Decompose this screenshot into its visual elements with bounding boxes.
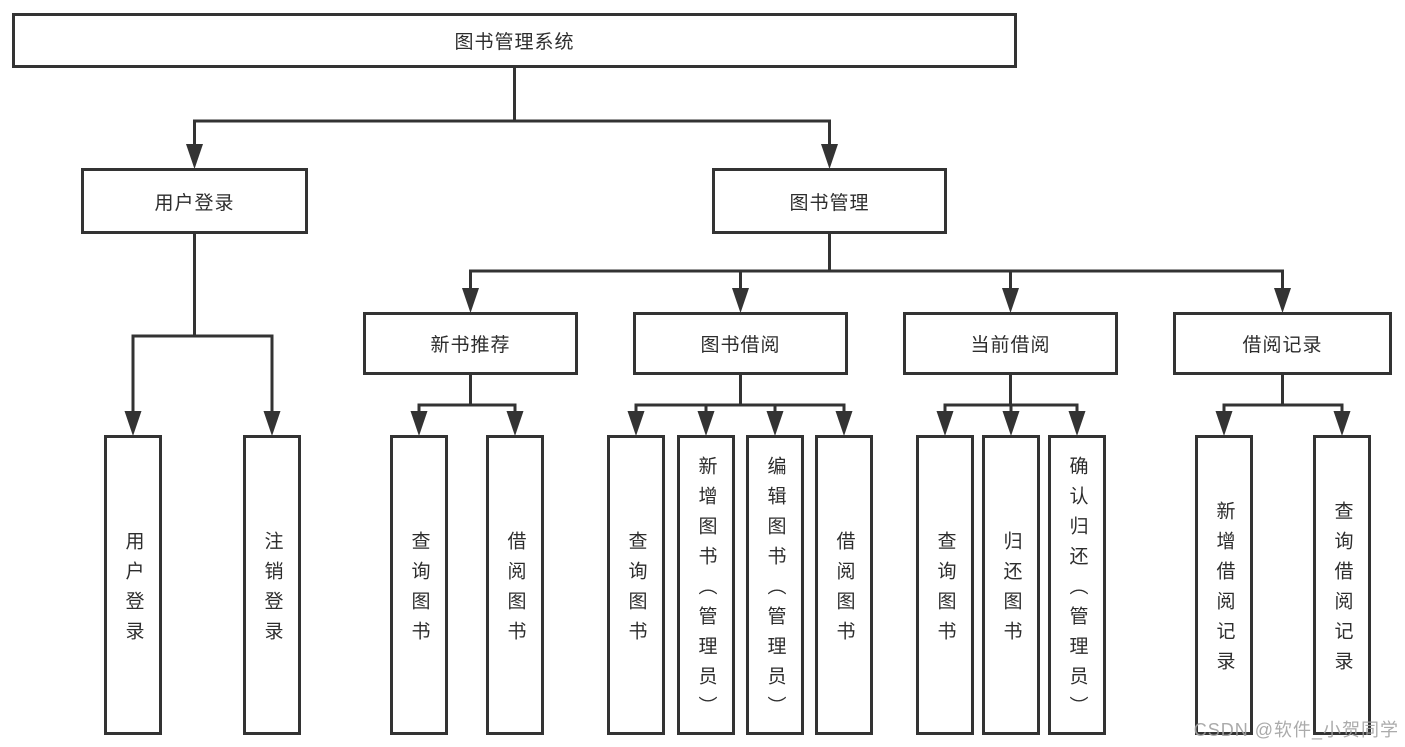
node-label-user-login: 用户登录	[154, 192, 235, 214]
node-book-borrow: 图书借阅	[633, 312, 848, 375]
arrow-down-icon	[1274, 288, 1291, 313]
node-label-login: 用户登录	[122, 530, 144, 651]
node-book-mgmt: 图书管理	[712, 168, 947, 234]
arrow-down-icon	[462, 288, 479, 313]
arrow-down-icon	[410, 411, 428, 436]
node-new-book-rec: 新书推荐	[363, 312, 578, 375]
node-label-bb-query: 查询图书	[625, 530, 647, 651]
arrow-down-icon	[1068, 411, 1086, 436]
node-label-logout: 注销登录	[261, 530, 283, 651]
arrow-down-icon	[732, 288, 749, 313]
arrow-down-icon	[936, 411, 954, 436]
node-br-add: 新增借阅记录	[1195, 435, 1253, 735]
node-root: 图书管理系统	[12, 13, 1017, 68]
arrow-down-icon	[697, 411, 715, 436]
arrow-down-icon	[1002, 288, 1019, 313]
node-nbr-query: 查询图书	[390, 435, 448, 735]
arrow-down-icon	[1215, 411, 1233, 436]
node-label-book-borrow: 图书借阅	[700, 335, 781, 356]
node-label-bb-add: 新增图书（管理员）	[695, 455, 717, 726]
arrow-down-icon	[1002, 411, 1020, 436]
node-label-bb-borrow: 借阅图书	[833, 530, 855, 651]
node-label-book-mgmt: 图书管理	[789, 192, 870, 214]
arrow-down-icon	[1333, 411, 1351, 436]
arrow-down-icon	[627, 411, 645, 436]
node-label-cb-query: 查询图书	[934, 530, 956, 651]
node-br-query: 查询借阅记录	[1313, 435, 1371, 735]
node-cb-query: 查询图书	[916, 435, 974, 735]
node-label-current-borrow: 当前借阅	[970, 335, 1051, 356]
node-label-new-book-rec: 新书推荐	[430, 335, 511, 356]
arrow-down-icon	[766, 411, 784, 436]
node-bb-borrow: 借阅图书	[815, 435, 873, 735]
node-label-bb-edit: 编辑图书（管理员）	[764, 455, 786, 726]
node-label-cb-confirm: 确认归还（管理员）	[1066, 455, 1088, 726]
arrow-down-icon	[124, 411, 142, 436]
node-label-br-add: 新增借阅记录	[1213, 500, 1235, 681]
node-bb-add: 新增图书（管理员）	[677, 435, 735, 735]
node-label-root: 图书管理系统	[454, 32, 575, 53]
node-label-borrow-records: 借阅记录	[1242, 335, 1323, 356]
node-label-br-query: 查询借阅记录	[1331, 500, 1353, 681]
arrow-down-icon	[835, 411, 853, 436]
node-user-login: 用户登录	[81, 168, 308, 234]
arrow-down-icon	[186, 144, 203, 169]
node-login: 用户登录	[104, 435, 162, 735]
node-label-nbr-borrow: 借阅图书	[504, 530, 526, 651]
arrow-down-icon	[506, 411, 524, 436]
node-cb-confirm: 确认归还（管理员）	[1048, 435, 1106, 735]
node-cb-return: 归还图书	[982, 435, 1040, 735]
node-current-borrow: 当前借阅	[903, 312, 1118, 375]
arrow-down-icon	[821, 144, 838, 169]
arrow-down-icon	[263, 411, 281, 436]
csdn-watermark: CSDN @软件_小贺同学	[1193, 720, 1399, 740]
node-label-nbr-query: 查询图书	[408, 530, 430, 651]
node-label-cb-return: 归还图书	[1000, 530, 1022, 651]
node-bb-query: 查询图书	[607, 435, 665, 735]
node-borrow-records: 借阅记录	[1173, 312, 1392, 375]
node-nbr-borrow: 借阅图书	[486, 435, 544, 735]
node-logout: 注销登录	[243, 435, 301, 735]
node-bb-edit: 编辑图书（管理员）	[746, 435, 804, 735]
